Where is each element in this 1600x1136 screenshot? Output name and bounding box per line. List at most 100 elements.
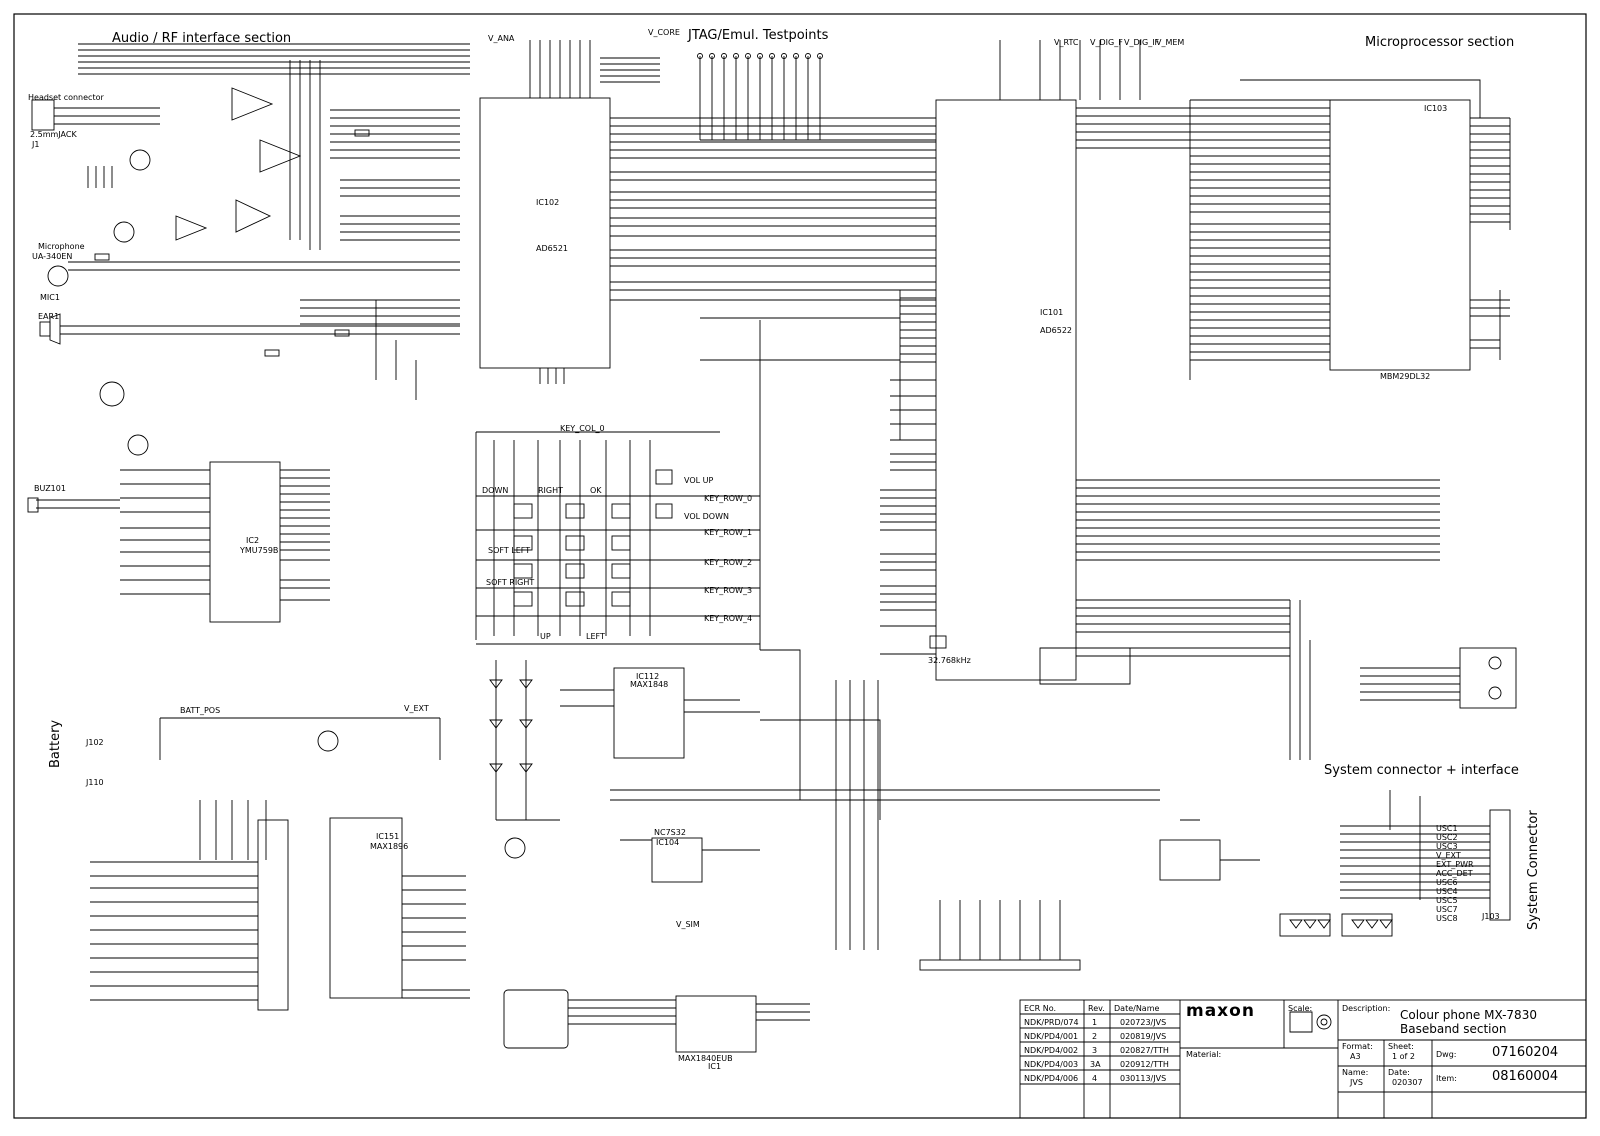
microphone-ref-label: MIC1 (40, 293, 60, 302)
audio-block (31, 43, 526, 859)
j103-pin-6: ACC_DET (1436, 869, 1473, 878)
rail-v-mem: V_MEM (1156, 38, 1185, 47)
tb-format-label: Format: (1342, 1042, 1373, 1051)
microphone-label: Microphone (38, 242, 85, 251)
key-row-1: KEY_ROW_1 (704, 528, 753, 537)
rail-v-sim: V_SIM (676, 920, 700, 929)
ic103-ref: IC103 (1424, 104, 1448, 113)
key-soft-left: SOFT LEFT (488, 546, 531, 555)
key-row-3: KEY_ROW_3 (704, 586, 753, 595)
company-logo: maxon (1186, 1001, 1255, 1021)
tb-item-label: Item: (1436, 1074, 1457, 1083)
key-soft-right: SOFT RIGHT (486, 578, 535, 587)
headset-connector-label: Headset connector (28, 93, 104, 102)
tb-rev4-ecr: NDK/PD4/006 (1024, 1074, 1079, 1083)
earpiece-ref-label: EAR1 (38, 312, 60, 321)
system-connector-ref: J103 (1482, 912, 1500, 921)
rail-v-ext: V_EXT (404, 704, 429, 713)
tb-rev0-ecr: NDK/PRD/074 (1024, 1018, 1079, 1027)
j103-pin-8: USC4 (1436, 887, 1458, 896)
tb-rev3-rev: 3A (1090, 1060, 1101, 1069)
tb-rev3-ecr: NDK/PD4/003 (1024, 1060, 1079, 1069)
ic112-body (613, 667, 685, 759)
ic151-name: MAX1896 (370, 842, 409, 851)
tb-rev0-date: 020723/JVS (1120, 1018, 1167, 1027)
rail-v-ana: V_ANA (488, 34, 515, 43)
key-row-2: KEY_ROW_2 (704, 558, 753, 567)
ic151-ref: IC151 (376, 832, 400, 841)
rail-v-core: V_CORE (648, 28, 680, 37)
tb-col-rev: Rev. (1088, 1004, 1105, 1013)
tb-name-value: JVS (1350, 1078, 1363, 1087)
ic104-ref: IC104 (656, 838, 680, 847)
j103-pin-10: USC7 (1436, 905, 1458, 914)
tb-rev0-rev: 1 (1092, 1018, 1098, 1027)
tb-dwg-label: Dwg: (1436, 1050, 1457, 1059)
j103-pin-3: USC3 (1436, 842, 1458, 851)
tb-description-line2: Baseband section (1400, 1022, 1507, 1036)
tb-item-value: 08160004 (1492, 1069, 1559, 1084)
key-row-0: KEY_ROW_0 (704, 494, 753, 503)
tb-rev2-rev: 3 (1092, 1046, 1098, 1055)
j103-pin-5: EXT_PWR (1436, 860, 1474, 869)
tb-col-ecr: ECR No. (1024, 1004, 1057, 1013)
irda-module-body (1459, 647, 1517, 709)
ic101-ref: IC101 (1040, 308, 1064, 317)
led-block (489, 660, 760, 883)
micro-section-title: Microprocessor section (1365, 35, 1515, 50)
key-left: LEFT (586, 632, 605, 641)
sysconn-section-title: System connector + interface (1324, 763, 1519, 778)
j103-pin-1: USC1 (1436, 824, 1458, 833)
microphone-part-label: UA-340EN (32, 252, 73, 261)
tb-rev3-date: 020912/TTH (1120, 1060, 1169, 1069)
tb-rev1-date: 020819/JVS (1120, 1032, 1167, 1041)
tb-description-line1: Colour phone MX-7830 (1400, 1008, 1537, 1022)
ic151-body (329, 817, 403, 999)
ic102-body (479, 97, 611, 369)
key-right: RIGHT (538, 486, 564, 495)
tb-date-label: Date: (1388, 1068, 1410, 1077)
tb-sheet-value: 1 of 2 (1392, 1052, 1415, 1061)
keypad-matrix (475, 320, 761, 650)
headset-ref-label: J1 (32, 140, 40, 149)
key-vol-down: VOL DOWN (684, 512, 729, 521)
sim-socket (503, 989, 569, 1049)
j103-body (1489, 809, 1511, 921)
battery-ref-j102: J102 (86, 738, 104, 747)
ic103-name: MBM29DL32 (1380, 372, 1431, 381)
ic1-ref: IC1 (708, 1062, 722, 1071)
battery-section-title: Battery (48, 719, 63, 768)
tb-rev2-date: 020827/TTH (1120, 1046, 1169, 1055)
rail-v-rtc: V_RTC (1054, 38, 1079, 47)
ic104-name: NC7S32 (654, 828, 686, 837)
jtag-section-title: JTAG/Emul. Testpoints (688, 28, 829, 43)
tb-date-value: 020307 (1392, 1078, 1423, 1087)
headset-part-label: 2.5mmJACK (30, 130, 77, 139)
j103-pin-11: USC8 (1436, 914, 1458, 923)
tb-material-label: Material: (1186, 1050, 1222, 1059)
j103-pin-2: USC2 (1436, 833, 1458, 842)
tb-name-label: Name: (1342, 1068, 1369, 1077)
ic2-name: YMU759B (240, 546, 279, 555)
tb-rev1-ecr: NDK/PD4/001 (1024, 1032, 1079, 1041)
tb-scale-label: Scale: (1288, 1004, 1313, 1013)
ic101-body (935, 99, 1077, 681)
tb-format-value: A3 (1350, 1052, 1361, 1061)
rail-v-dig-if: V_DIG_IF (1124, 38, 1160, 47)
key-down: DOWN (482, 486, 509, 495)
crystal-label: 32.768kHz (928, 656, 971, 665)
buzzer-ref-label: BUZ101 (34, 484, 66, 493)
tb-rev4-date: 030113/JVS (1120, 1074, 1167, 1083)
system-connector-label: System Connector (1526, 810, 1541, 930)
ic2-ref: IC2 (246, 536, 260, 545)
ic102-ref: IC102 (536, 198, 560, 207)
key-row-4: KEY_ROW_4 (704, 614, 753, 623)
tb-rev1-rev: 2 (1092, 1032, 1098, 1041)
title-block-frame (1019, 999, 1587, 1119)
ic2-body (209, 461, 281, 623)
key-vol-up: VOL UP (684, 476, 714, 485)
j103-pin-7: USC6 (1436, 878, 1458, 887)
tb-dwg-value: 07160204 (1492, 1045, 1559, 1060)
audio-section-title: Audio / RF interface section (112, 31, 292, 46)
